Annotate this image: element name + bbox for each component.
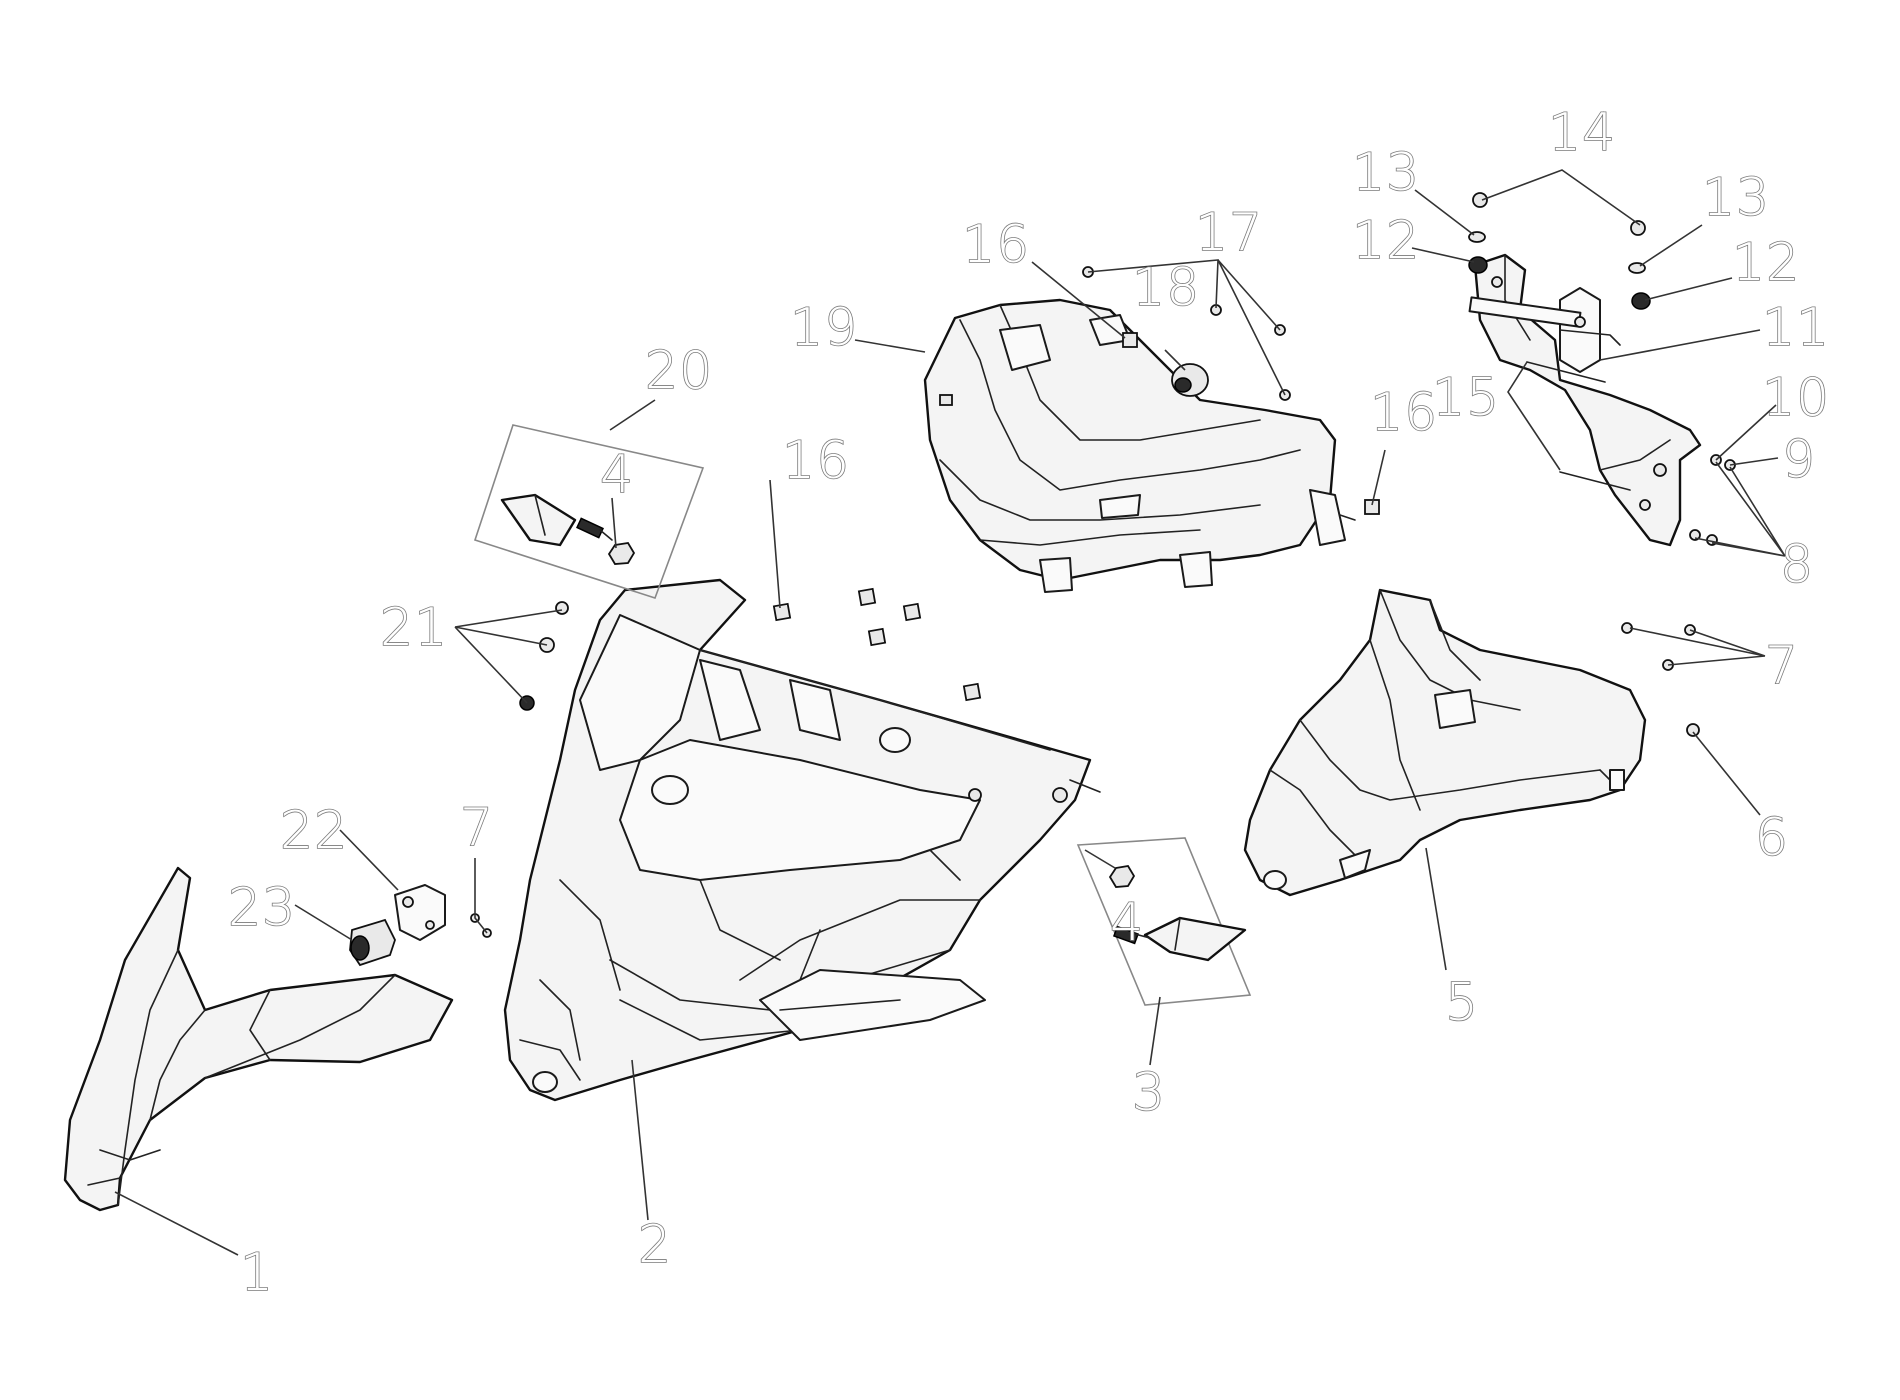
callout-9: 9	[1782, 430, 1816, 490]
callout-10: 10	[1762, 368, 1830, 428]
callout-13-right: 13	[1702, 168, 1770, 228]
callout-16-fairing: 16	[782, 431, 850, 491]
part-18-rubber-grommet	[1171, 363, 1209, 397]
callout-5: 5	[1445, 973, 1479, 1033]
callout-14: 14	[1548, 103, 1616, 163]
callout-18: 18	[1132, 258, 1200, 318]
callout-2: 2	[638, 1215, 672, 1275]
part-19-headlight	[923, 298, 1356, 593]
callout-4-upper: 4	[600, 445, 634, 505]
part-2-front-fairing	[503, 578, 1101, 1102]
callout-13-left: 13	[1352, 143, 1420, 203]
part-3-turn-signal-group	[1076, 837, 1252, 1006]
callout-12-left: 12	[1352, 211, 1420, 271]
part-5-inner-cover	[1243, 588, 1647, 897]
callout-7-right: 7	[1765, 636, 1799, 696]
callout-16-headlight-right: 16	[1370, 383, 1438, 443]
callout-17: 17	[1195, 203, 1263, 263]
callout-labels: 1 2 3 4 4 5 6 7 7 8 9 10 11 12 12 13 13 …	[227, 102, 1830, 1304]
part-20-turn-signal-group	[473, 424, 705, 599]
fasteners	[470, 192, 1736, 938]
callout-15: 15	[1432, 368, 1500, 428]
callout-23: 23	[228, 878, 296, 938]
callout-1: 1	[240, 1243, 274, 1303]
callout-12-right: 12	[1732, 233, 1800, 293]
callout-19: 19	[790, 298, 858, 358]
callout-16-headlight-left: 16	[962, 215, 1030, 275]
callout-7-left: 7	[460, 798, 494, 858]
callout-22: 22	[280, 801, 348, 861]
part-23-rubber-bushing	[349, 918, 396, 967]
callout-8: 8	[1780, 535, 1814, 595]
callout-20: 20	[645, 341, 713, 401]
part-22-bracket-clip	[394, 884, 446, 941]
leader-lines	[114, 169, 1786, 1256]
part-11-bracket	[1468, 253, 1702, 547]
callout-6: 6	[1755, 808, 1789, 868]
callout-21: 21	[380, 598, 448, 658]
callout-3: 3	[1132, 1063, 1166, 1123]
callout-4-lower: 4	[1110, 893, 1144, 953]
part-1-front-beak	[63, 866, 454, 1212]
callout-11: 11	[1762, 298, 1830, 358]
